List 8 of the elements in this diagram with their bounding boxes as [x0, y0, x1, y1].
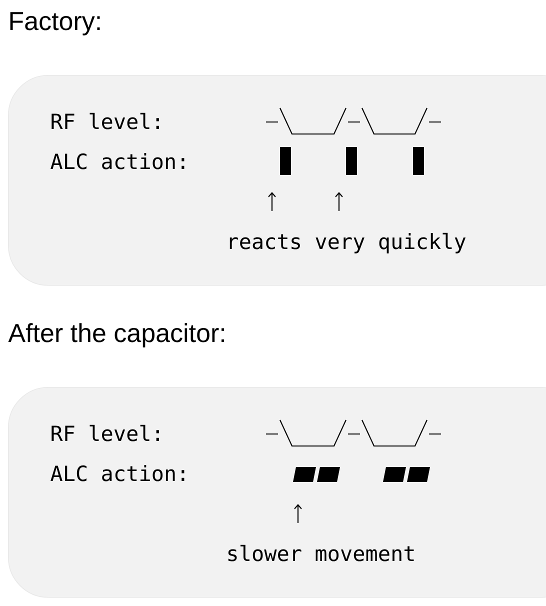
- row-label: ALC action:: [50, 465, 184, 482]
- row-label: ALC action:: [50, 153, 184, 170]
- annotation-text: reacts very quickly: [230, 232, 466, 254]
- row-label: RF level:: [52, 424, 159, 442]
- row-label: RF level:: [52, 112, 159, 130]
- section-heading: After the capacitor:: [8, 323, 224, 348]
- section-heading: Factory:: [10, 12, 100, 36]
- annotation-text: slower movement: [228, 544, 414, 562]
